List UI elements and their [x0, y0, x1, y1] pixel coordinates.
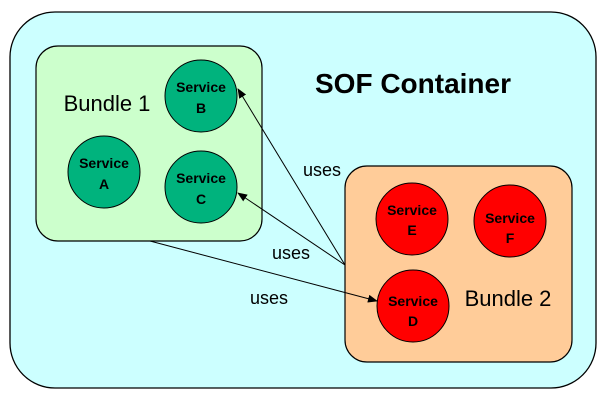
service-c-circle — [164, 150, 238, 224]
service-f-circle — [473, 184, 547, 258]
service-d-label-1: Service — [388, 293, 438, 309]
service-e-node: Service E — [375, 182, 449, 256]
service-f-label-2: F — [506, 230, 515, 246]
edge-bundle1-to-service-d — [149, 240, 378, 303]
service-e-label-2: E — [407, 222, 416, 238]
bundle-1-label: Bundle 1 — [64, 91, 151, 116]
service-a-circle — [67, 135, 141, 209]
service-b-label-1: Service — [176, 79, 226, 95]
service-b-node: Service B — [164, 59, 238, 133]
service-d-circle — [376, 269, 450, 343]
service-e-label-1: Service — [387, 202, 437, 218]
edge-bundle2-to-service-c — [237, 192, 346, 266]
service-c-label-2: C — [196, 191, 206, 207]
edge-label-uses-c: uses — [272, 243, 310, 263]
service-c-label-1: Service — [176, 170, 226, 186]
service-b-circle — [164, 59, 238, 133]
edge-label-uses-d: uses — [250, 288, 288, 308]
service-d-node: Service D — [376, 269, 450, 343]
service-d-label-2: D — [408, 313, 418, 329]
bundle-2-box — [344, 165, 573, 363]
service-a-label-1: Service — [79, 155, 129, 171]
service-a-label-2: A — [99, 176, 109, 192]
service-f-label-1: Service — [485, 210, 535, 226]
container-title: SOF Container — [315, 68, 511, 99]
edge-bundle2-to-service-b — [237, 88, 346, 266]
service-b-label-2: B — [196, 100, 206, 116]
service-f-node: Service F — [473, 184, 547, 258]
edge-label-uses-b: uses — [303, 160, 341, 180]
service-c-node: Service C — [164, 150, 238, 224]
service-a-node: Service A — [67, 135, 141, 209]
bundle-2-label: Bundle 2 — [465, 286, 552, 311]
service-e-circle — [375, 182, 449, 256]
